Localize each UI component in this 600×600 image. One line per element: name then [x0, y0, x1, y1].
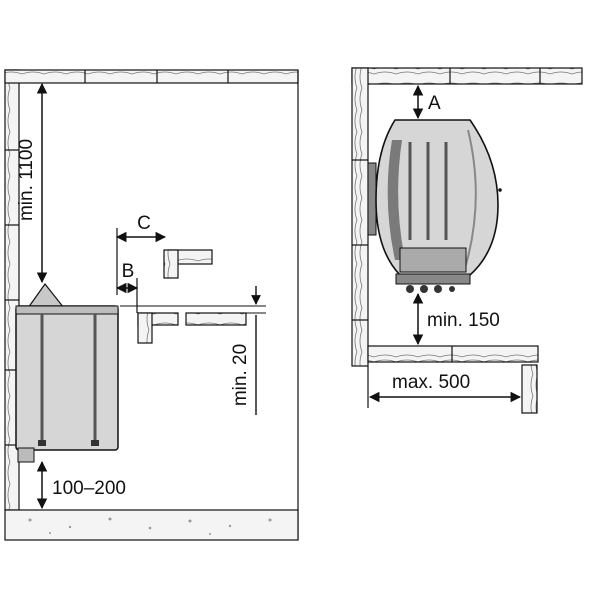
front-left-wall-joints	[5, 149, 19, 446]
floor-gap-label: 100–200	[52, 478, 126, 499]
front-floor-texture	[28, 517, 272, 535]
side-bench-post	[521, 364, 538, 414]
dim-wall-to-bench: max. 500	[367, 366, 522, 408]
front-ceiling	[4, 69, 299, 84]
dim-b-label: B	[122, 261, 135, 282]
side-wall-joints	[352, 159, 368, 321]
dim-c-label: C	[137, 213, 151, 234]
side-view: A min. 150 max. 500	[351, 67, 583, 414]
ceiling-min-label: min. 1100	[16, 139, 37, 221]
side-ceiling-joints	[449, 68, 541, 84]
dim-bench-gap: min. 20	[120, 286, 266, 415]
dim-b: B	[115, 248, 139, 313]
bench-gap-min-label: min. 20	[230, 344, 251, 406]
dim-floor-gap: 100–200	[36, 460, 126, 510]
dim-c: C	[115, 213, 167, 248]
upper-bench	[163, 249, 213, 279]
dim-ceiling-min: min. 1100	[16, 82, 48, 284]
front-heater	[15, 282, 119, 463]
front-view: min. 1100 C B min. 20 100–200	[4, 69, 299, 541]
top-clearance-label: A	[428, 93, 441, 114]
front-floor	[4, 509, 299, 541]
bottom-clearance-label: min. 150	[427, 310, 500, 331]
dim-top-clearance: A	[412, 84, 441, 120]
side-bench	[367, 345, 539, 363]
dim-bottom-clearance: min. 150	[412, 292, 500, 346]
lower-bench	[137, 312, 247, 344]
wall-to-bench-label: max. 500	[392, 372, 470, 393]
side-ceiling	[351, 67, 583, 85]
side-heater	[367, 119, 502, 293]
side-wall	[351, 67, 369, 367]
front-ceiling-joints	[84, 70, 229, 83]
